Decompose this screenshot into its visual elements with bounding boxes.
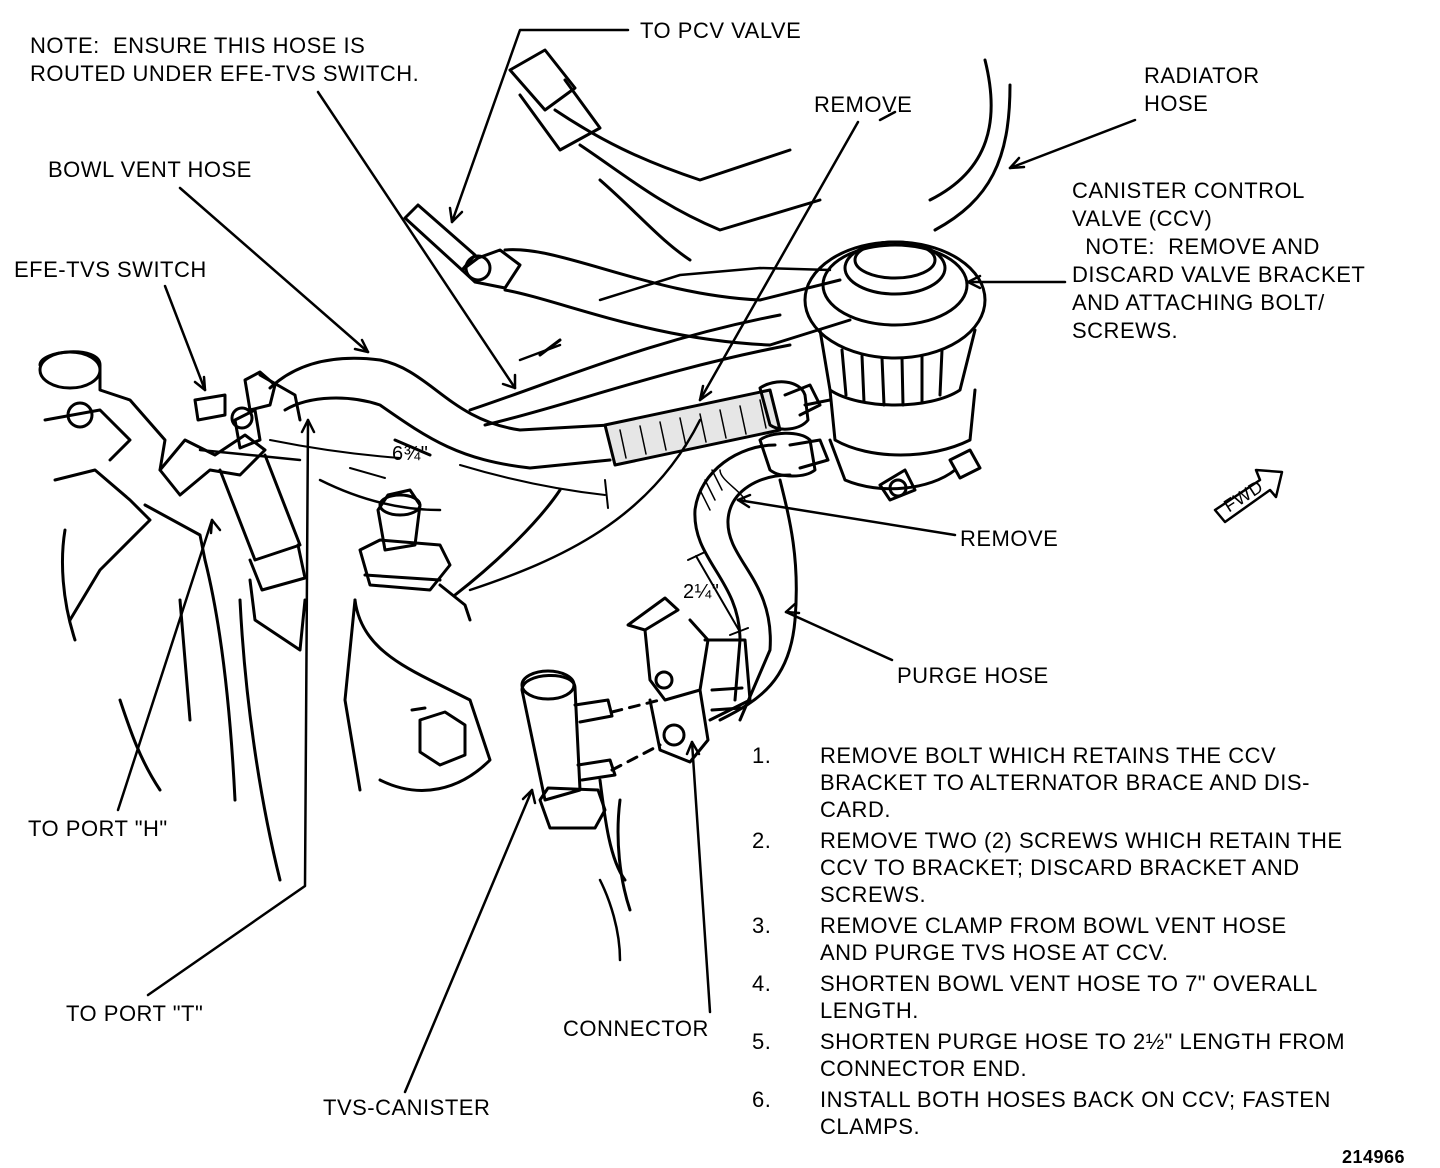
routing-note: NOTE: ENSURE THIS HOSE IS ROUTED UNDER E… bbox=[30, 33, 420, 86]
step-text: REMOVE BOLT WHICH RETAINS THE CCV BRACKE… bbox=[820, 743, 1310, 822]
label-bowl-vent-hose: BOWL VENT HOSE bbox=[48, 157, 252, 182]
step-item: 3. REMOVE CLAMP FROM BOWL VENT HOSE AND … bbox=[752, 912, 1432, 966]
radiator-hose-drawing bbox=[928, 58, 1012, 232]
label-to-port-t: TO PORT "T" bbox=[66, 1001, 204, 1026]
background-lines bbox=[198, 110, 897, 962]
label-tvs-canister: TVS-CANISTER bbox=[323, 1095, 491, 1120]
step-item: 4. SHORTEN BOWL VENT HOSE TO 7" OVERALL … bbox=[752, 970, 1432, 1024]
purge-hose bbox=[687, 431, 830, 722]
label-ccv-note: CANISTER CONTROL VALVE (CCV) NOTE: REMOV… bbox=[1072, 178, 1366, 343]
left-engine-block bbox=[38, 350, 307, 882]
step-item: 6. INSTALL BOTH HOSES BACK ON CCV; FASTE… bbox=[752, 1086, 1432, 1140]
dim-6-3-4 bbox=[269, 439, 609, 509]
label-remove-top: REMOVE bbox=[814, 92, 913, 117]
step-text: REMOVE CLAMP FROM BOWL VENT HOSE AND PUR… bbox=[820, 913, 1287, 965]
label-to-port-h: TO PORT "H" bbox=[28, 816, 168, 841]
pcv-hoses bbox=[403, 48, 852, 427]
label-connector: CONNECTOR bbox=[563, 1016, 709, 1041]
step-number: 4. bbox=[752, 971, 772, 996]
label-radiator-hose: RADIATOR HOSE bbox=[1144, 63, 1260, 116]
step-text: SHORTEN PURGE HOSE TO 2½" LENGTH FROM CO… bbox=[820, 1029, 1346, 1081]
step-item: 5. SHORTEN PURGE HOSE TO 2½" LENGTH FROM… bbox=[752, 1028, 1432, 1082]
step-text: SHORTEN BOWL VENT HOSE TO 7" OVERALL LEN… bbox=[820, 971, 1318, 1023]
ccv-valve bbox=[803, 240, 987, 502]
label-remove-mid: REMOVE bbox=[960, 526, 1059, 551]
label-efe-tvs-switch: EFE-TVS SWITCH bbox=[14, 257, 207, 282]
step-number: 3. bbox=[752, 913, 772, 938]
dimension-6-3-4: 6¾" bbox=[392, 443, 429, 465]
tvs-canister bbox=[520, 669, 662, 912]
connector bbox=[626, 596, 752, 764]
step-number: 1. bbox=[752, 743, 772, 768]
bowl-vent-hose bbox=[268, 356, 832, 470]
leader-lines bbox=[116, 28, 1137, 1094]
label-purge-hose: PURGE HOSE bbox=[897, 663, 1049, 688]
figure-number: 214966 bbox=[1342, 1147, 1406, 1167]
step-item: 1. REMOVE BOLT WHICH RETAINS THE CCV BRA… bbox=[752, 742, 1432, 823]
step-text: REMOVE TWO (2) SCREWS WHICH RETAIN THE C… bbox=[820, 828, 1343, 907]
step-number: 2. bbox=[752, 828, 772, 853]
label-to-pcv-valve: TO PCV VALVE bbox=[640, 18, 802, 43]
step-number: 5. bbox=[752, 1029, 772, 1054]
dimension-2-1-4: 2¼" bbox=[683, 581, 720, 603]
step-text: INSTALL BOTH HOSES BACK ON CCV; FASTEN C… bbox=[820, 1087, 1331, 1139]
step-item: 2. REMOVE TWO (2) SCREWS WHICH RETAIN TH… bbox=[752, 827, 1432, 908]
fwd-arrow bbox=[1213, 468, 1284, 524]
center-mount-bolt bbox=[343, 438, 562, 792]
efe-tvs-switch bbox=[158, 370, 307, 592]
instruction-steps: 1. REMOVE BOLT WHICH RETAINS THE CCV BRA… bbox=[752, 742, 1432, 1144]
step-number: 6. bbox=[752, 1087, 772, 1112]
